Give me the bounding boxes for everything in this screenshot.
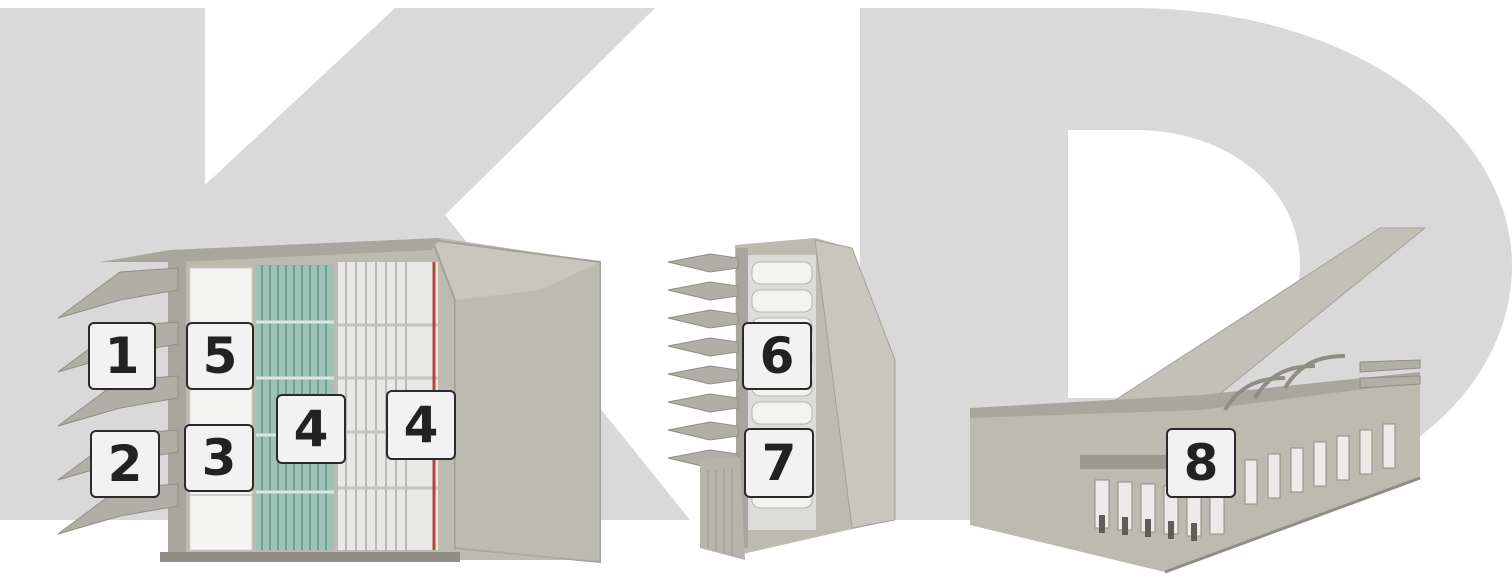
callout-6: 6 bbox=[742, 322, 812, 390]
callout-1: 1 bbox=[88, 322, 156, 390]
callout-2: 2 bbox=[90, 430, 160, 498]
callout-3: 3 bbox=[184, 424, 254, 492]
callout-8: 8 bbox=[1166, 428, 1236, 498]
callout-4a: 4 bbox=[276, 394, 346, 464]
callout-7: 7 bbox=[744, 428, 814, 498]
unit-2-vertical-column bbox=[668, 238, 895, 560]
unit-2-louvers bbox=[668, 254, 738, 468]
filter-block-white bbox=[190, 268, 252, 550]
callout-4b: 4 bbox=[386, 390, 456, 460]
callout-5: 5 bbox=[186, 322, 254, 390]
